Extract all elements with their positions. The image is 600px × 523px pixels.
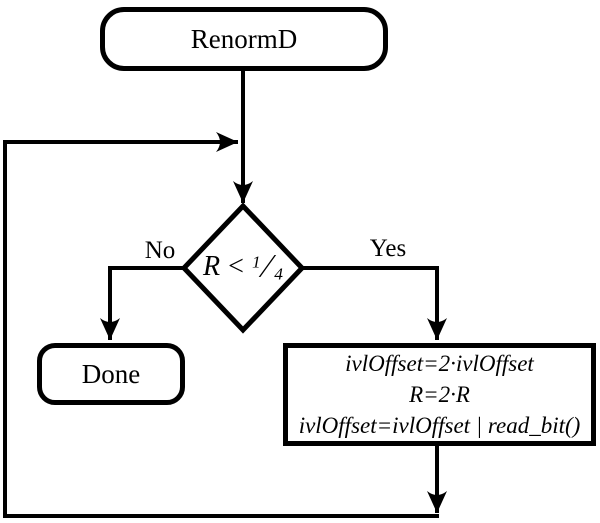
decision-condition: R < 1 ⁄ 4 [163,232,323,302]
edge-decision-yes-to-process [300,266,447,340]
process-statement-1: ivlOffset=2·ivlOffset [345,351,534,376]
done-node: Done [37,343,185,405]
done-node-label: Done [81,358,141,389]
fraction-denominator: 4 [274,264,283,284]
fraction-numerator: 1 [251,252,261,272]
start-node-label: RenormD [190,23,298,54]
decision-diamond-shape [180,202,306,334]
edge-decision-no-to-done [100,266,186,340]
yes-branch-label: Yes [369,235,407,262]
decision-fraction: 1 ⁄ 4 [252,248,283,286]
decision-operator: < [228,251,244,282]
edge-loop-back [3,132,439,518]
start-node-renormd: RenormD [100,7,388,71]
process-statement-3: ivlOffset=ivlOffset | read_bit() [298,413,581,438]
no-branch-label: No [144,237,176,264]
fraction-slash-icon: ⁄ [264,248,271,285]
decision-variable: R [203,251,221,282]
process-node: ivlOffset=2·ivlOffset R=2·R ivlOffset=iv… [283,343,596,446]
process-statement-2: R=2·R [409,382,470,407]
